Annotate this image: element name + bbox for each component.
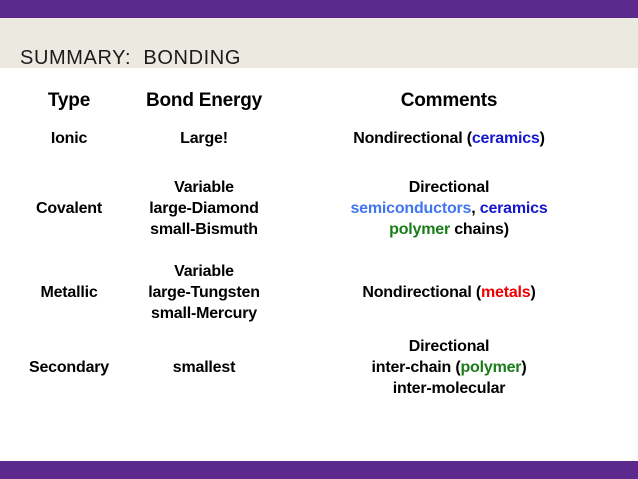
cell-comments-ionic: Nondirectional (ceramics): [284, 128, 620, 149]
top-accent-bar: [0, 0, 638, 18]
cell-energy-ionic-line-1: Large!: [180, 129, 228, 147]
cell-type-covalent-label: Covalent: [36, 199, 102, 217]
title-band: SUMMARY: BONDING: [0, 18, 638, 69]
cell-comments-secondary-line-1: Directional: [408, 337, 490, 355]
column-header-comments: Comments: [400, 90, 498, 111]
text-fragment: ): [530, 283, 536, 301]
table-row-ionic: Ionic Large! Nondirectional (ceramics): [14, 120, 624, 156]
text-fragment: Nondirectional (: [353, 129, 472, 147]
bonding-summary-table: Type Bond Energy Comments Ionic Large! N…: [14, 86, 624, 402]
cell-comments-metallic-line-1: Nondirectional (metals): [284, 282, 614, 303]
cell-type-covalent: Covalent: [14, 198, 124, 219]
table-header-row: Type Bond Energy Comments: [14, 86, 624, 116]
cell-energy-secondary-line-1: smallest: [172, 358, 236, 376]
cell-comments-covalent-line-2: semiconductors, ceramics: [284, 198, 614, 219]
cell-comments-ionic-line-1: Nondirectional (ceramics): [284, 128, 614, 149]
keyword-semiconductors: semiconductors: [350, 199, 472, 217]
cell-comments-covalent: Directional semiconductors, ceramics pol…: [284, 177, 618, 240]
cell-energy-ionic: Large!: [124, 128, 284, 149]
cell-type-metallic: Metallic: [14, 282, 124, 303]
cell-energy-covalent-line-3: small-Bismuth: [150, 220, 258, 238]
cell-comments-secondary-line-3: inter-molecular: [392, 379, 506, 397]
bottom-accent-bar: [0, 461, 638, 479]
cell-energy-metallic: Variable large-Tungsten small-Mercury: [124, 261, 284, 324]
cell-energy-metallic-line-2: large-Tungsten: [148, 283, 260, 301]
cell-energy-secondary: smallest: [124, 357, 284, 378]
cell-type-metallic-label: Metallic: [40, 283, 98, 301]
text-fragment: ): [539, 129, 545, 147]
table-row-metallic: Metallic Variable large-Tungsten small-M…: [14, 256, 624, 328]
cell-energy-covalent-line-1: Variable: [174, 178, 234, 196]
cell-energy-metallic-line-3: small-Mercury: [151, 304, 257, 322]
text-fragment: chains): [449, 220, 509, 238]
keyword-ceramics: ceramics: [471, 129, 540, 147]
cell-energy-covalent-line-2: large-Diamond: [149, 199, 259, 217]
cell-energy-metallic-line-1: Variable: [174, 262, 234, 280]
keyword-polymer: polymer: [389, 220, 450, 238]
column-header-bond-energy: Bond Energy: [145, 90, 263, 111]
text-fragment: ,: [471, 199, 480, 217]
cell-type-ionic: Ionic: [14, 128, 124, 149]
cell-type-secondary: Secondary: [14, 357, 124, 378]
text-fragment: Nondirectional (: [362, 283, 481, 301]
table-row-secondary: Secondary smallest Directional inter-cha…: [14, 332, 624, 402]
text-fragment: inter-chain (: [371, 358, 461, 376]
keyword-polymer: polymer: [460, 358, 522, 376]
cell-comments-metallic: Nondirectional (metals): [284, 282, 634, 303]
cell-comments-secondary: Directional inter-chain (polymer) inter-…: [284, 336, 626, 399]
column-header-type: Type: [47, 90, 91, 111]
page-title: SUMMARY: BONDING: [20, 47, 241, 69]
cell-comments-covalent-line-1: Directional: [408, 178, 490, 196]
cell-comments-covalent-line-3: polymer chains): [284, 219, 614, 240]
cell-type-secondary-label: Secondary: [28, 358, 109, 376]
cell-type-ionic-label: Ionic: [50, 129, 88, 147]
table-row-covalent: Covalent Variable large-Diamond small-Bi…: [14, 172, 624, 244]
text-fragment: ): [521, 358, 527, 376]
keyword-ceramics: ceramics: [479, 199, 548, 217]
keyword-metals: metals: [480, 283, 531, 301]
cell-energy-covalent: Variable large-Diamond small-Bismuth: [124, 177, 284, 240]
cell-comments-secondary-line-2: inter-chain (polymer): [284, 357, 614, 378]
